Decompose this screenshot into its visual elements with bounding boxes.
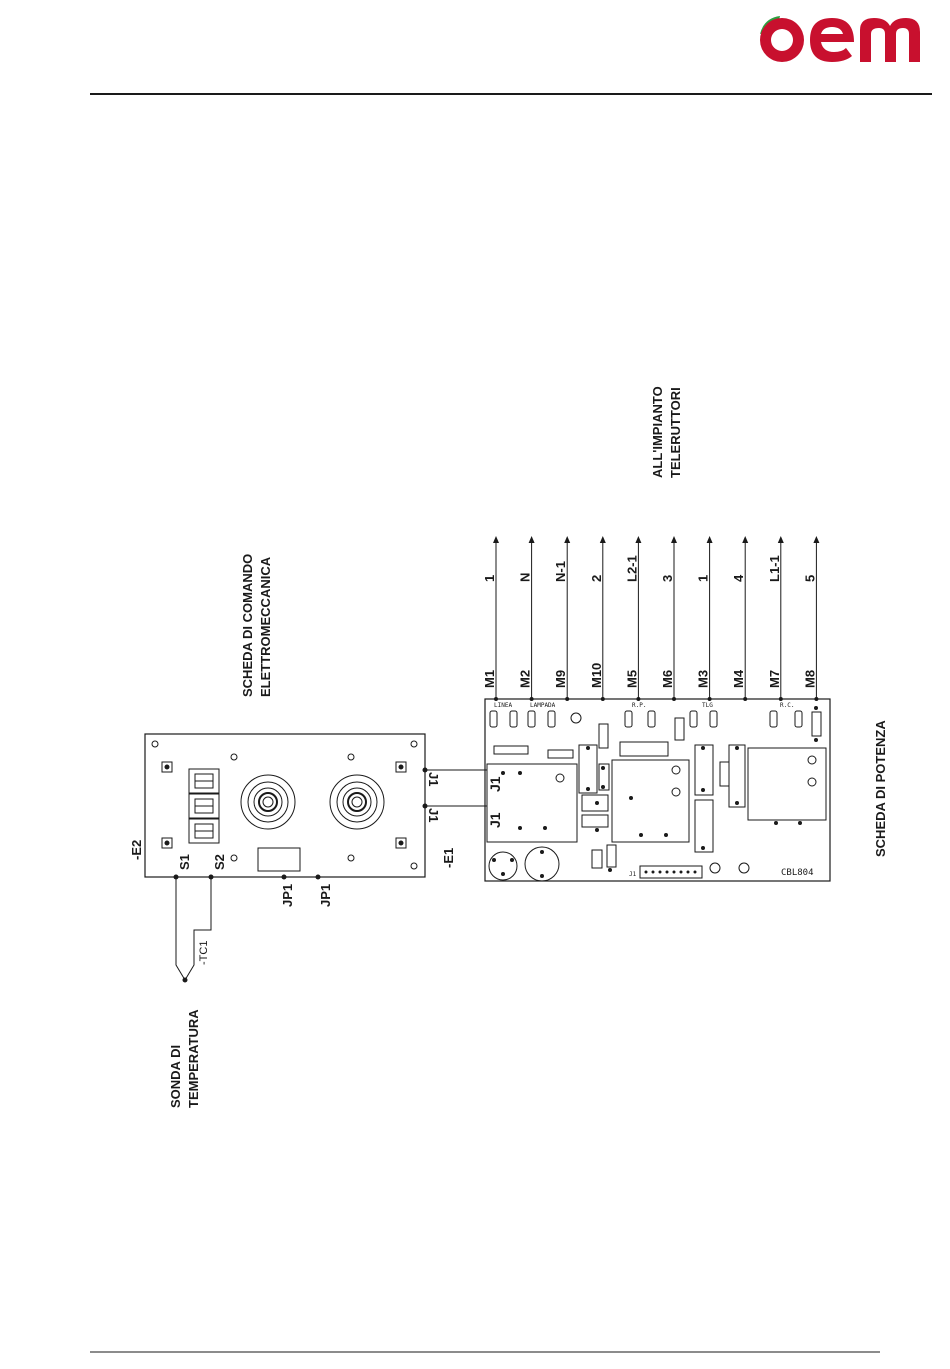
terminal-arrow-m5 — [635, 536, 641, 543]
wire-label: N — [518, 573, 533, 582]
temperature-probe — [176, 877, 211, 982]
top-components — [490, 711, 802, 727]
pad-squares — [162, 762, 406, 848]
board-code: CBL804 — [781, 868, 814, 878]
terminal-label: M4 — [731, 669, 746, 688]
terminal-arrow-m8 — [813, 536, 819, 543]
terminal-label: M9 — [553, 670, 568, 688]
silk-rc: R.C. — [780, 702, 794, 709]
control-board-component — [258, 848, 300, 871]
power-board-outline — [485, 699, 830, 881]
knob-left — [241, 775, 295, 829]
wire-label: N-1 — [553, 561, 568, 582]
terminal-arrow-m1 — [493, 536, 499, 543]
terminal-arrow-m2 — [529, 536, 535, 543]
silk-rp: R.P. — [632, 702, 646, 709]
j1-lower-out-label: J1 — [426, 808, 441, 822]
wire-label: L1-1 — [767, 555, 782, 582]
tc1-label: -TC1 — [198, 941, 210, 965]
seven-segment-display — [189, 769, 219, 843]
mount-hole — [348, 855, 354, 861]
j1-upper-in-label: J1 — [487, 776, 503, 792]
silk-conn-j1: J1 — [629, 871, 637, 878]
wire-label: 3 — [660, 575, 675, 582]
terminal-label: M3 — [696, 670, 711, 688]
solder-dots — [492, 706, 818, 878]
wire-label: 5 — [802, 575, 817, 582]
terminal-arrow-m7 — [778, 536, 784, 543]
terminal-jp1a-dot — [282, 875, 287, 880]
wire-label: L2-1 — [624, 555, 639, 582]
wire-label: 1 — [482, 575, 497, 582]
mount-hole — [411, 741, 417, 747]
terminal-label: M10 — [589, 663, 604, 688]
j1-upper-out-label: J1 — [426, 772, 441, 786]
contactors-label-line2: TELERUTTORI — [668, 387, 683, 478]
mount-hole — [231, 754, 237, 760]
knob-right — [330, 775, 384, 829]
silk-tlg: TLG — [702, 702, 713, 709]
logo-letter-o — [760, 18, 804, 62]
probe-label-line1: SONDA DI — [168, 1045, 183, 1108]
probe-label-line2: TEMPERATURA — [186, 1009, 201, 1108]
mount-hole — [348, 754, 354, 760]
terminal-label: M5 — [624, 670, 639, 688]
terminal-arrow-m3 — [707, 536, 713, 543]
jp1-label-a: JP1 — [280, 884, 295, 907]
terminal-arrow-m6 — [671, 536, 677, 543]
silk-linea: LINEA — [494, 702, 512, 709]
terminal-label: M1 — [482, 670, 497, 688]
control-board-label-line1: SCHEDA DI COMANDO — [240, 554, 255, 697]
contactors-label-line1: ALL'IMPIANTO — [650, 386, 665, 478]
terminal-arrow-m4 — [742, 536, 748, 543]
wire-label: 4 — [731, 574, 746, 582]
wire-label: 2 — [589, 575, 604, 582]
silk-lampada: LAMPADA — [530, 702, 556, 709]
mount-hole — [231, 855, 237, 861]
terminal-label: M2 — [518, 670, 533, 688]
jp1-label-b: JP1 — [318, 884, 333, 907]
logo-letter-e — [810, 18, 854, 62]
terminal-arrow-m9 — [564, 536, 570, 543]
terminal-label: M7 — [767, 670, 782, 688]
j1-lower-in-label: J1 — [487, 812, 503, 828]
logo-letter-m — [860, 18, 920, 62]
terminal-jp1b-dot — [316, 875, 321, 880]
mount-hole — [411, 863, 417, 869]
mount-hole — [152, 741, 158, 747]
terminal-label: M8 — [802, 670, 817, 688]
s1-label: S1 — [177, 854, 192, 870]
oem-logo — [760, 16, 920, 62]
power-board-label: SCHEDA DI POTENZA — [873, 720, 888, 857]
e2-label: -E2 — [129, 840, 144, 860]
power-board — [485, 699, 830, 881]
s2-label: S2 — [212, 854, 227, 870]
wire-label: 1 — [696, 575, 711, 582]
terminal-label: M6 — [660, 670, 675, 688]
j1-header-pins — [645, 871, 697, 874]
control-board-label-line2: ELETTROMECCANICA — [258, 556, 273, 697]
e1-label: -E1 — [441, 848, 456, 868]
terminal-arrow-m10 — [600, 536, 606, 543]
